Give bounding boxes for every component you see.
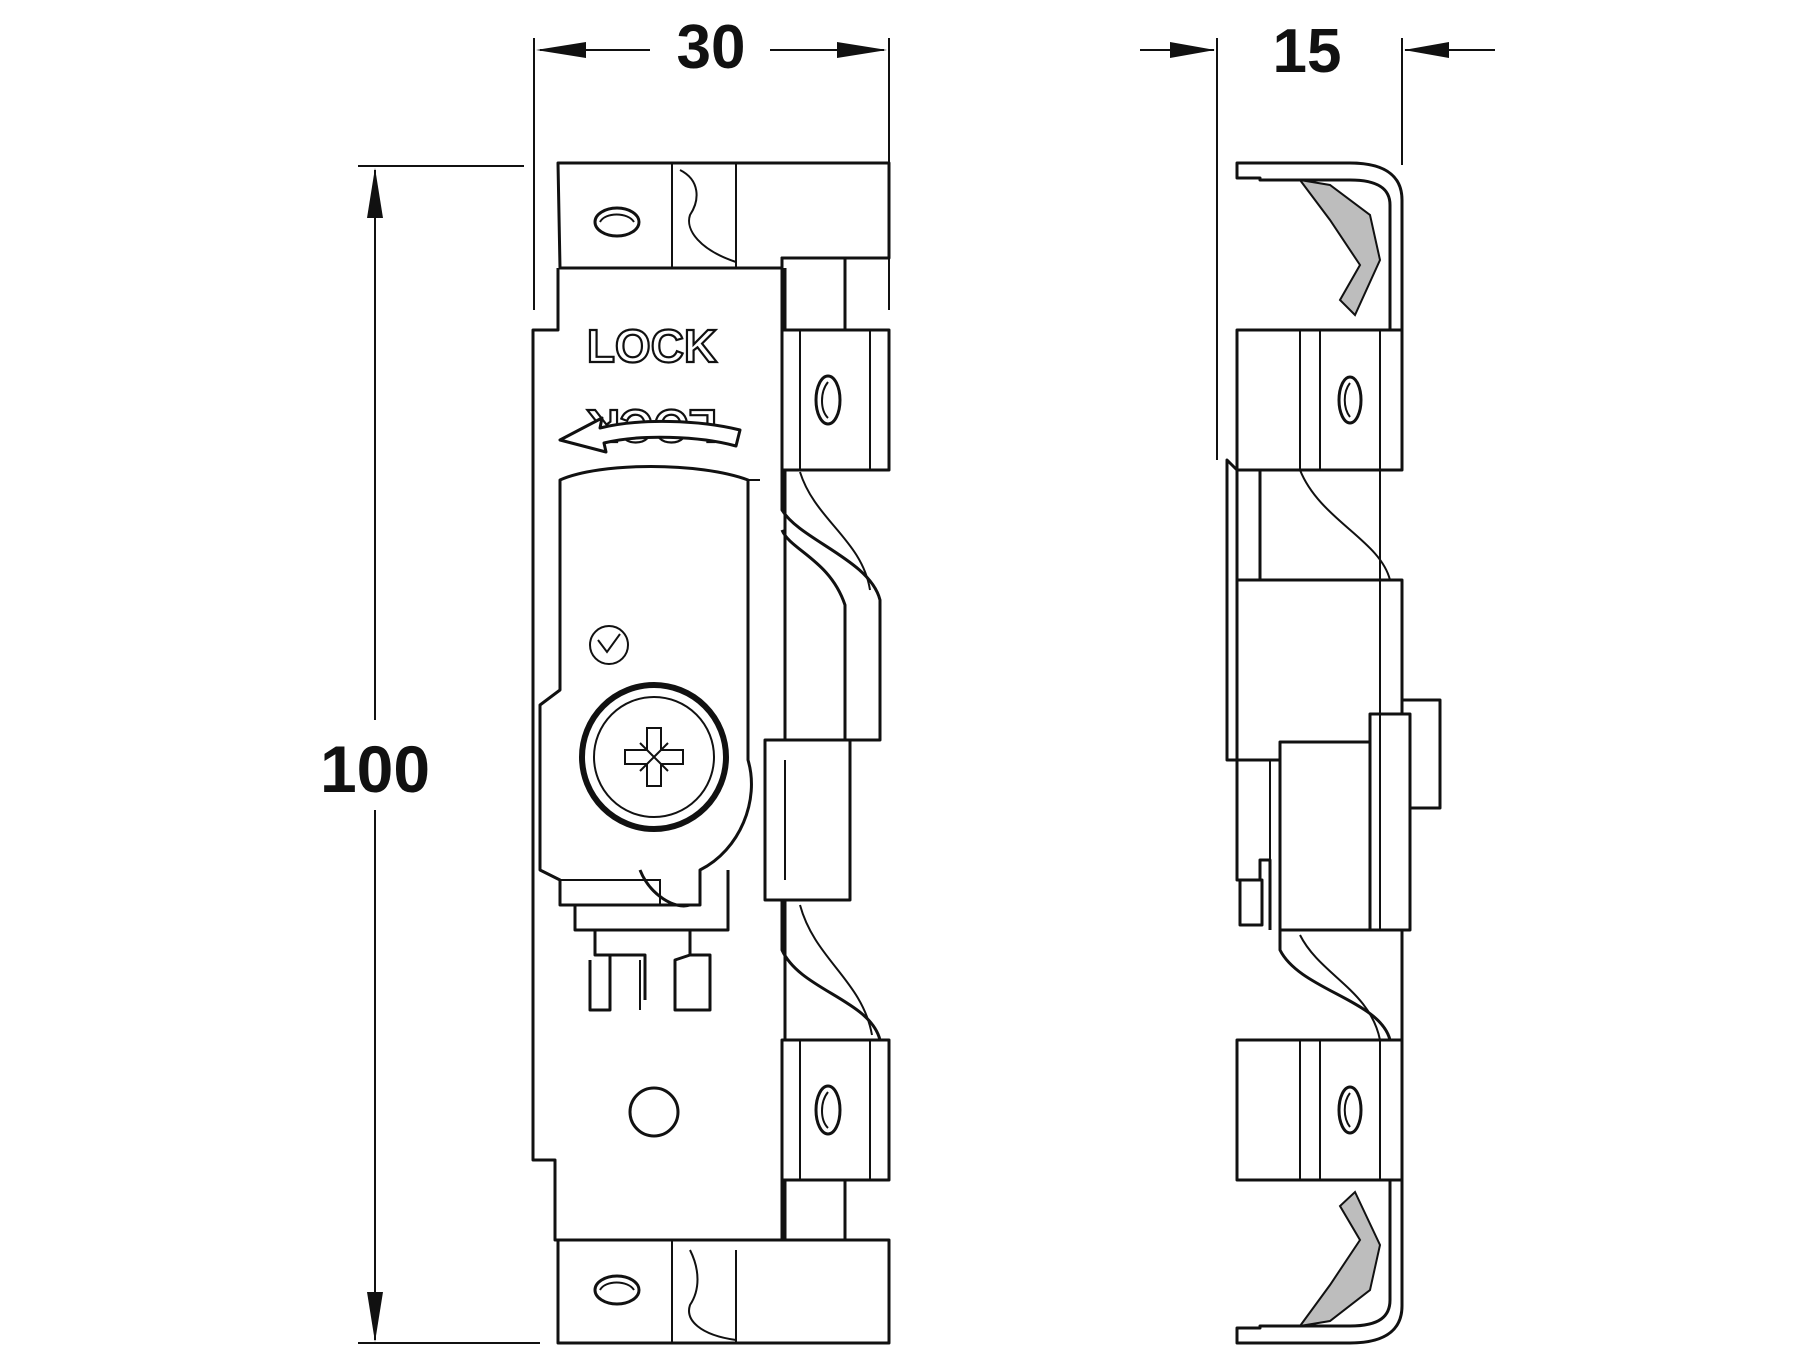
latch-tooth-mid bbox=[610, 953, 647, 1000]
front-bottom-bracket bbox=[556, 1238, 891, 1345]
height-dimension: 100 bbox=[320, 165, 540, 1344]
front-bottom-slot-outer bbox=[593, 1274, 641, 1306]
front-bottom-bracket-bend bbox=[688, 1249, 737, 1341]
width-value: 30 bbox=[677, 13, 746, 82]
lock-label-upright: LOCK bbox=[587, 320, 717, 372]
front-bottom-slot-inner bbox=[599, 1281, 635, 1291]
latch-tooth-left bbox=[588, 930, 612, 1012]
depth-value: 15 bbox=[1273, 17, 1342, 86]
front-mounting-hole bbox=[628, 1086, 680, 1138]
alignment-mark-circle bbox=[589, 625, 629, 665]
side-lower-clip-hole bbox=[1337, 1085, 1363, 1135]
depth-arrow-right bbox=[1404, 42, 1449, 58]
depth-dimension: 15 bbox=[1140, 17, 1495, 460]
front-spring-top-clip bbox=[780, 256, 847, 332]
front-lower-clip-hole-inner bbox=[821, 1091, 829, 1129]
side-spring-wave-upper bbox=[1299, 469, 1391, 581]
front-upper-clip-hole-inner bbox=[821, 381, 829, 419]
front-upper-clip-hole-outer bbox=[814, 374, 842, 426]
front-upper-clip-hole bbox=[814, 374, 842, 426]
front-spring-wave-lower-inner bbox=[799, 904, 873, 1036]
front-spring-wave-upper bbox=[780, 470, 882, 742]
latch-curve bbox=[638, 869, 691, 908]
side-spring-wave-lower bbox=[1278, 930, 1392, 1041]
depth-arrow-left bbox=[1170, 42, 1215, 58]
latch-tooth-right bbox=[673, 930, 712, 1012]
side-bottom-hook bbox=[1235, 1178, 1404, 1345]
side-view bbox=[1225, 161, 1442, 1345]
side-lower-clip-hole-inner bbox=[1343, 1092, 1351, 1128]
front-view: LOCK LOCK bbox=[531, 161, 891, 1345]
side-latch-tab bbox=[1238, 878, 1264, 927]
height-arrow-bottom bbox=[367, 1292, 383, 1342]
side-middle-upper-box bbox=[1237, 468, 1262, 582]
front-top-slot-outer bbox=[593, 206, 641, 238]
side-spring-wave-lower-inner bbox=[1299, 934, 1381, 1041]
side-lower-clip-hole-outer bbox=[1337, 1085, 1363, 1135]
side-latch-block bbox=[1278, 740, 1372, 932]
side-top-hook bbox=[1235, 161, 1404, 332]
side-top-hatch bbox=[1297, 178, 1382, 317]
front-spring-wave-lower bbox=[780, 900, 882, 1041]
front-spring-wave-upper-inner bbox=[799, 471, 871, 591]
side-bottom-hatch bbox=[1297, 1190, 1382, 1328]
rotate-direction-arrow bbox=[558, 416, 742, 454]
front-middle-block bbox=[763, 738, 852, 902]
height-arrow-top bbox=[367, 168, 383, 218]
side-upper-clip-hole-inner bbox=[1343, 382, 1351, 418]
side-upper-clip-hole-outer bbox=[1337, 375, 1363, 425]
phillips-screw-icon bbox=[579, 682, 729, 832]
alignment-mark-check bbox=[597, 633, 621, 654]
front-top-bracket-bend bbox=[679, 169, 737, 263]
screw-cross-diag-2 bbox=[639, 742, 669, 772]
side-knob-plate bbox=[1368, 712, 1412, 932]
width-arrow-left bbox=[536, 42, 586, 58]
side-upper-clip-hole bbox=[1337, 375, 1363, 425]
front-lower-clip-hole-outer bbox=[814, 1084, 842, 1136]
front-bottom-slot-hole bbox=[593, 1274, 641, 1306]
alignment-mark-icon bbox=[589, 625, 629, 665]
front-lower-clip-hole bbox=[814, 1084, 842, 1136]
front-top-slot-hole bbox=[593, 206, 641, 238]
width-arrow-right bbox=[837, 42, 887, 58]
front-top-slot-inner bbox=[599, 213, 635, 223]
front-spring-bottom-clip bbox=[780, 1180, 847, 1242]
height-value: 100 bbox=[320, 732, 430, 806]
width-dimension: 30 bbox=[533, 13, 890, 310]
latch-body bbox=[573, 870, 730, 932]
